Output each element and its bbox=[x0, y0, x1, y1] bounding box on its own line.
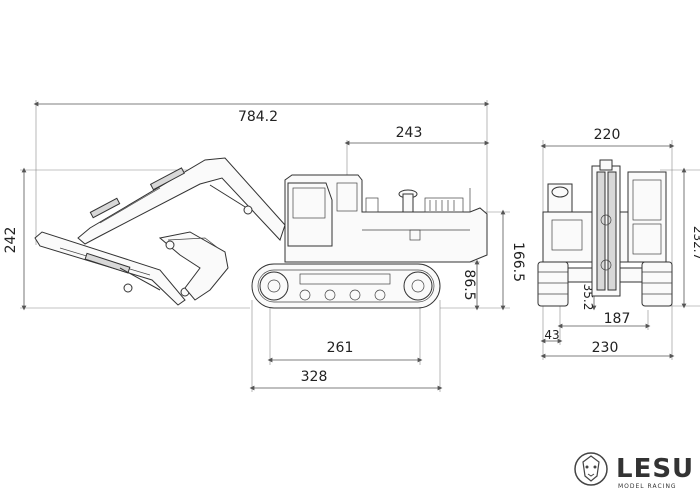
dim-track-length: 261 bbox=[327, 340, 354, 356]
logo-brand: LESU bbox=[616, 454, 694, 484]
dim-rear-section: 243 bbox=[396, 125, 423, 141]
dim-body-height: 166.5 bbox=[510, 242, 526, 282]
dim-ground-clearance: 86.5 bbox=[461, 269, 477, 300]
dim-front-width-top: 220 bbox=[594, 127, 621, 143]
side-upper-body bbox=[284, 174, 488, 263]
dim-total-height: 242 bbox=[3, 227, 19, 254]
side-arm bbox=[34, 231, 190, 306]
front-view: 220 232.7 35.2 187 43 230 bbox=[537, 127, 700, 360]
side-track bbox=[251, 263, 441, 309]
dim-front-track-width: 43 bbox=[544, 328, 559, 342]
dim-track-total: 328 bbox=[301, 369, 328, 385]
dim-front-cab-height: 232.7 bbox=[691, 226, 700, 260]
side-view: 784.2 243 242 166.5 86.5 261 328 bbox=[3, 100, 526, 392]
side-boom bbox=[77, 157, 286, 245]
front-excavator bbox=[537, 159, 673, 307]
dim-front-total-width: 230 bbox=[592, 340, 619, 356]
dim-front-track-gap: 187 bbox=[604, 311, 631, 327]
side-bucket bbox=[158, 231, 229, 301]
dim-total-length: 784.2 bbox=[238, 109, 278, 125]
logo-tagline: MODEL RACING bbox=[618, 483, 677, 490]
lesu-logo: LESU MODEL RACING bbox=[574, 452, 694, 490]
lion-head-icon bbox=[574, 452, 608, 486]
